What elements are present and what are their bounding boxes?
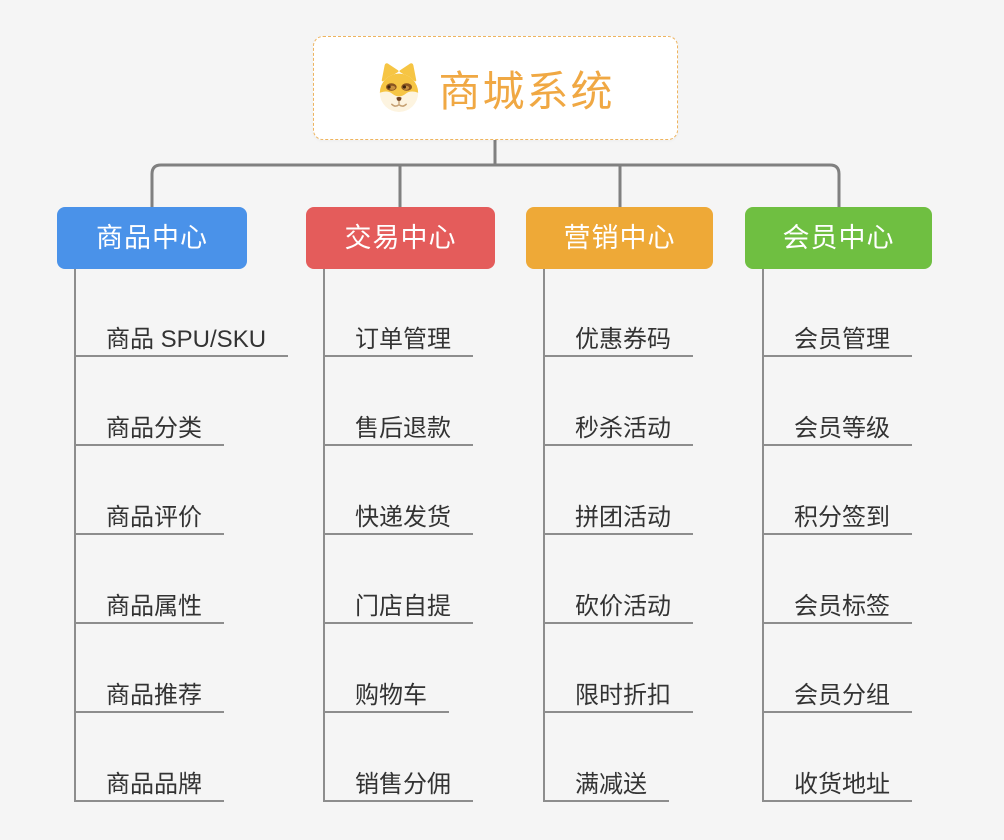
branch-node-marketing-center[interactable]: 营销中心 [526, 207, 713, 269]
leaf-node[interactable]: 商品品牌 [74, 771, 224, 802]
leaf-node[interactable]: 会员等级 [762, 415, 912, 446]
leaf-node[interactable]: 快递发货 [323, 504, 473, 535]
leaf-node[interactable]: 商品 SPU/SKU [74, 326, 289, 357]
root-node-label: 商城系统 [438, 67, 615, 115]
leaf-node[interactable]: 满减送 [543, 771, 669, 802]
leaf-node[interactable]: 会员标签 [762, 593, 912, 624]
leaf-node[interactable]: 售后退款 [323, 415, 473, 446]
leaf-node[interactable]: 商品推荐 [74, 682, 224, 713]
root-node[interactable]: 商城系统 [313, 36, 678, 140]
leaf-node[interactable]: 商品属性 [74, 593, 224, 624]
branch-node-trade-center[interactable]: 交易中心 [306, 207, 495, 269]
branch-children-column-trade: 订单管理 售后退款 快递发货 门店自提 购物车 销售分佣 [323, 269, 473, 802]
branch-children-column-member: 会员管理 会员等级 积分签到 会员标签 会员分组 收货地址 [762, 269, 912, 802]
branch-children-column-marketing: 优惠券码 秒杀活动 拼团活动 砍价活动 限时折扣 满减送 [543, 269, 693, 802]
leaf-node[interactable]: 砍价活动 [543, 593, 693, 624]
leaf-node[interactable]: 拼团活动 [543, 504, 693, 535]
leaf-node[interactable]: 商品评价 [74, 504, 224, 535]
leaf-node[interactable]: 会员管理 [762, 326, 912, 357]
leaf-node[interactable]: 门店自提 [323, 593, 473, 624]
leaf-node[interactable]: 优惠券码 [543, 326, 693, 357]
shiba-dog-face-icon [380, 63, 419, 112]
branch-node-product-center[interactable]: 商品中心 [57, 207, 247, 269]
leaf-node[interactable]: 商品分类 [74, 415, 224, 446]
leaf-node[interactable]: 秒杀活动 [543, 415, 693, 446]
leaf-node[interactable]: 会员分组 [762, 682, 912, 713]
branch-node-member-center[interactable]: 会员中心 [745, 207, 932, 269]
leaf-node[interactable]: 积分签到 [762, 504, 912, 535]
leaf-node[interactable]: 收货地址 [762, 771, 912, 802]
leaf-node[interactable]: 订单管理 [323, 326, 473, 357]
branch-children-column-product: 商品 SPU/SKU 商品分类 商品评价 商品属性 商品推荐 商品品牌 [74, 269, 289, 802]
leaf-node[interactable]: 购物车 [323, 682, 449, 713]
leaf-node[interactable]: 限时折扣 [543, 682, 693, 713]
leaf-node[interactable]: 销售分佣 [323, 771, 473, 802]
